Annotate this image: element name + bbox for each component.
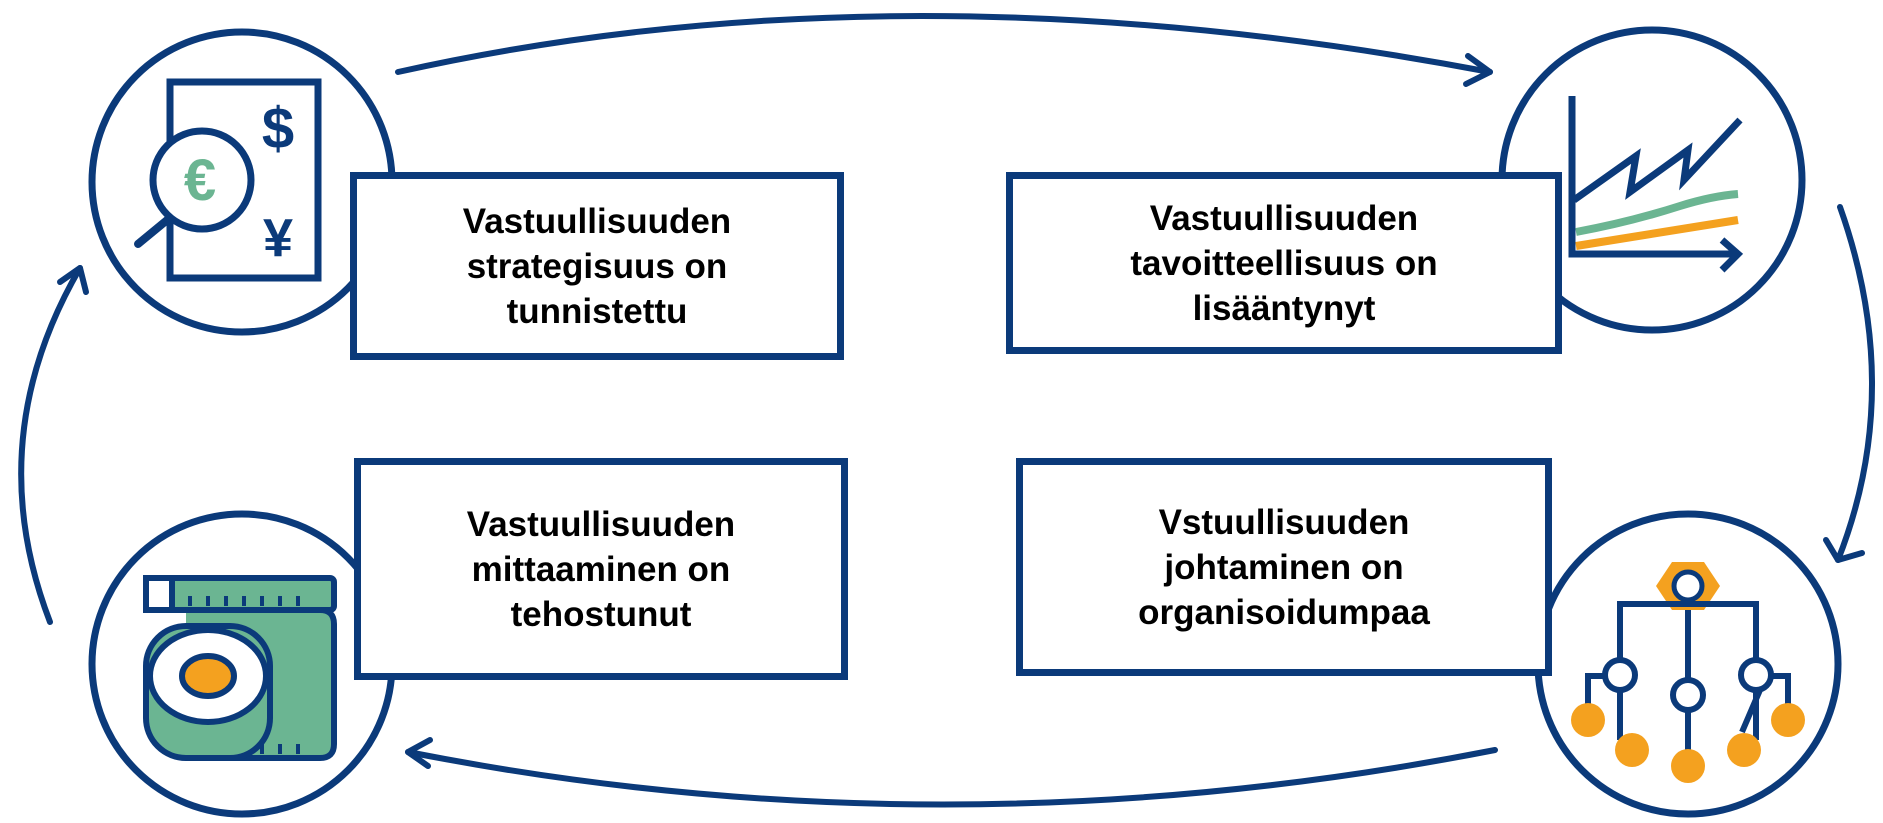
measuring-tape-icon xyxy=(143,575,337,761)
stage-management-line-1: Vstuullisuuden xyxy=(1158,502,1410,542)
arrow-head-left xyxy=(57,265,89,295)
stage-strategy-icon-circle: $ ¥ € xyxy=(88,28,396,336)
stage-management-line-2: johtaminen on xyxy=(1164,547,1404,587)
stage-strategy-line-3: tunnistettu xyxy=(506,291,688,331)
leaf-node xyxy=(1615,733,1649,767)
arrow-measurement-to-strategy xyxy=(18,265,83,625)
stage-strategy-box: Vastuullisuuden strategisuus on tunniste… xyxy=(350,172,844,360)
magnifier-lens xyxy=(149,127,255,233)
leaf-node xyxy=(1571,703,1605,737)
arrow-goals-to-management xyxy=(1835,204,1875,563)
stage-measurement-line-3: tehostunut xyxy=(510,594,692,634)
arrow-management-to-measurement xyxy=(405,747,1498,808)
stage-management-icon-circle xyxy=(1534,510,1842,818)
stage-management-box: Vstuullisuuden johtaminen on organisoidu… xyxy=(1016,458,1552,676)
stage-goals-line-3: lisääntynyt xyxy=(1192,288,1376,328)
stage-measurement-line-1: Vastuullisuuden xyxy=(466,504,736,544)
stage-goals-line-2: tavoitteellisuus on xyxy=(1130,243,1438,283)
growth-line-chart-icon xyxy=(1568,96,1744,273)
dollar-icon: $ xyxy=(262,96,294,161)
arrow-head-bottom xyxy=(405,737,433,769)
stage-goals-line-1: Vastuullisuuden xyxy=(1149,198,1419,238)
stage-strategy-line-2: strategisuus on xyxy=(466,246,728,286)
euro-icon: € xyxy=(184,148,216,213)
stage-goals-label: Vastuullisuuden tavoitteellisuus on lisä… xyxy=(1013,196,1555,331)
stage-goals-box: Vastuullisuuden tavoitteellisuus on lisä… xyxy=(1006,172,1562,354)
stage-strategy-label: Vastuullisuuden strategisuus on tunniste… xyxy=(357,199,837,334)
currency-document-magnifier-icon: $ ¥ € xyxy=(134,78,322,282)
leaf-node xyxy=(1671,749,1705,783)
magnifier-handle xyxy=(134,212,176,248)
arrow-head-right xyxy=(1823,537,1865,563)
stage-measurement-box: Vastuullisuuden mittaaminen on tehostunu… xyxy=(354,458,848,680)
stage-measurement-line-2: mittaaminen on xyxy=(471,549,731,589)
stage-strategy-line-1: Vastuullisuuden xyxy=(462,201,732,241)
leaf-node xyxy=(1727,733,1761,767)
arrow-head-top xyxy=(1463,53,1493,87)
stage-management-label: Vstuullisuuden johtaminen on organisoidu… xyxy=(1023,500,1545,635)
stage-measurement-label: Vastuullisuuden mittaaminen on tehostunu… xyxy=(361,502,841,637)
stage-measurement-icon-circle xyxy=(88,510,396,818)
stage-management-line-3: organisoidumpaa xyxy=(1138,592,1430,632)
yen-icon: ¥ xyxy=(263,208,293,268)
leaf-node xyxy=(1771,703,1805,737)
arrow-strategy-to-goals xyxy=(395,13,1493,75)
organization-hierarchy-icon xyxy=(1571,562,1805,783)
